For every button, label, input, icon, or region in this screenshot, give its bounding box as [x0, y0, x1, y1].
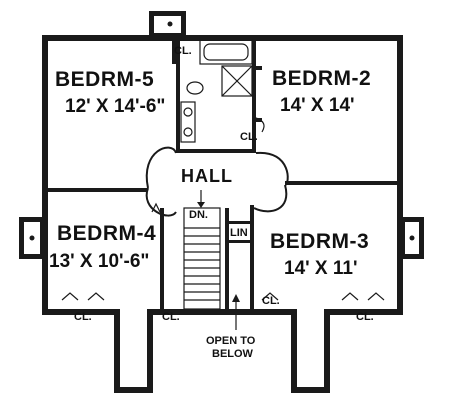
closet-label-bed3-right: CL. — [356, 311, 374, 323]
linen-label: LIN — [230, 227, 248, 239]
bedroom-5-size: 12' X 14'-6" — [65, 96, 165, 117]
hall-doors — [145, 146, 289, 217]
interior-walls — [48, 38, 397, 309]
closet-label-bed4-left: CL. — [74, 311, 92, 323]
exterior-walls — [42, 35, 403, 393]
stair — [183, 190, 221, 310]
stair-down-label: DN. — [189, 209, 208, 221]
closet-label-bed3-left: CL. — [262, 295, 280, 307]
hall-label: HALL — [181, 166, 233, 186]
chimney-left — [19, 217, 44, 259]
bedroom-3-size: 14' X 11' — [284, 258, 358, 279]
bedroom-2-size: 14' X 14' — [280, 95, 355, 116]
bathroom-fixtures — [180, 39, 253, 143]
open-to-below-line2: BELOW — [212, 348, 254, 360]
open-to-below-line1: OPEN TO — [206, 335, 256, 347]
bedroom-3-name: BEDRM-3 — [270, 230, 369, 253]
closet-door-marks — [61, 38, 385, 301]
open-below-arrow — [232, 294, 240, 330]
chimney-right — [401, 217, 424, 259]
closet-label-bed2: CL. — [240, 131, 258, 143]
bedroom-2-name: BEDRM-2 — [272, 67, 371, 90]
closet-label-bed5: CL. — [174, 45, 192, 57]
closet-label-bed4-right: CL. — [162, 311, 180, 323]
bedroom-4-name: BEDRM-4 — [57, 222, 156, 245]
bedroom-4-size: 13' X 10'-6" — [49, 251, 149, 272]
bedroom-5-name: BEDRM-5 — [55, 68, 154, 91]
chimney-top — [149, 11, 186, 38]
